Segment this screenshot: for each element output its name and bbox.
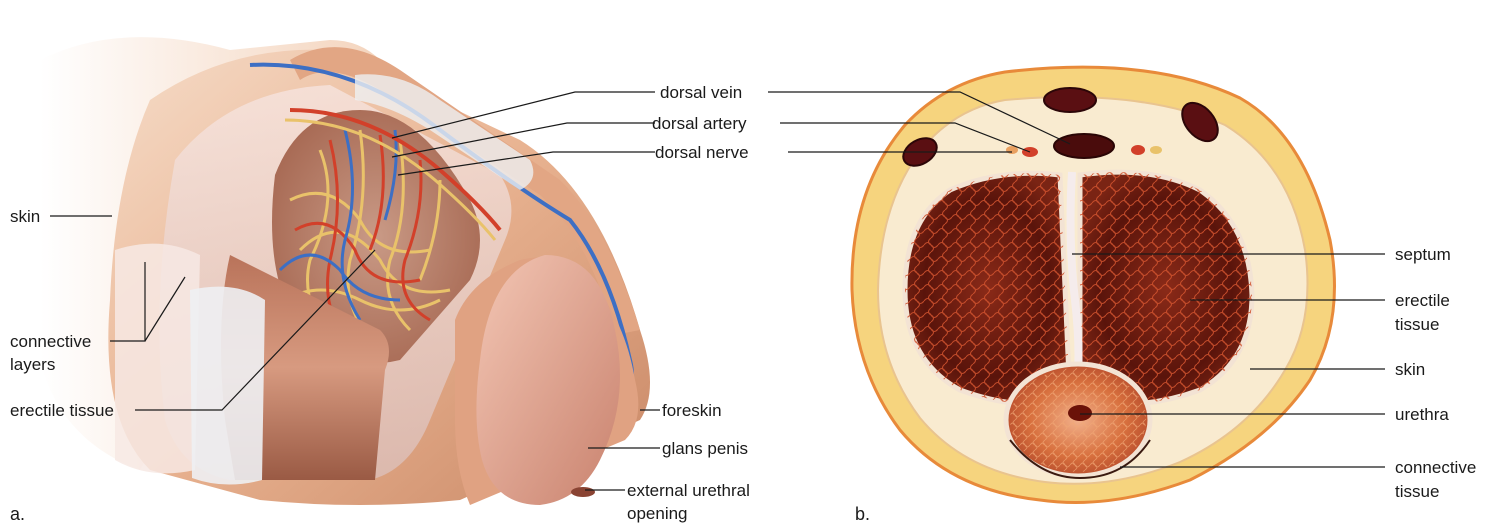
connective-sleeve-1 bbox=[115, 244, 200, 474]
panel-a-illustration bbox=[40, 37, 650, 505]
label-connective-a-1: connective bbox=[10, 332, 91, 351]
label-erectile-b-2: tissue bbox=[1395, 315, 1439, 334]
urethral-opening bbox=[571, 487, 595, 497]
panel-letter-b: b. bbox=[855, 504, 870, 524]
panel-b-illustration bbox=[852, 67, 1335, 502]
label-connective-b-2: tissue bbox=[1395, 482, 1439, 501]
label-foreskin: foreskin bbox=[662, 401, 722, 420]
dorsal-vein-b bbox=[1054, 134, 1114, 158]
label-dorsal-vein: dorsal vein bbox=[660, 83, 742, 102]
label-skin-a: skin bbox=[10, 207, 40, 226]
dorsal-nerve-b-2 bbox=[1150, 146, 1162, 154]
label-skin-b: skin bbox=[1395, 360, 1425, 379]
label-erectile-b-1: erectile bbox=[1395, 291, 1450, 310]
label-dorsal-artery: dorsal artery bbox=[652, 114, 747, 133]
connective-sleeve-2 bbox=[190, 287, 265, 485]
label-urethra: urethra bbox=[1395, 405, 1449, 424]
label-septum: septum bbox=[1395, 245, 1451, 264]
label-connective-b-1: connective bbox=[1395, 458, 1476, 477]
label-external-1: external urethral bbox=[627, 481, 750, 500]
urethra-lumen bbox=[1068, 405, 1092, 421]
label-connective-a-2: layers bbox=[10, 355, 55, 374]
label-glans-penis: glans penis bbox=[662, 439, 748, 458]
label-external-2: opening bbox=[627, 504, 688, 523]
dorsal-artery-b-2 bbox=[1131, 145, 1145, 155]
superficial-vein-1 bbox=[1044, 88, 1096, 112]
panel-letter-a: a. bbox=[10, 504, 25, 524]
label-dorsal-nerve: dorsal nerve bbox=[655, 143, 749, 162]
label-erectile-a: erectile tissue bbox=[10, 401, 114, 420]
